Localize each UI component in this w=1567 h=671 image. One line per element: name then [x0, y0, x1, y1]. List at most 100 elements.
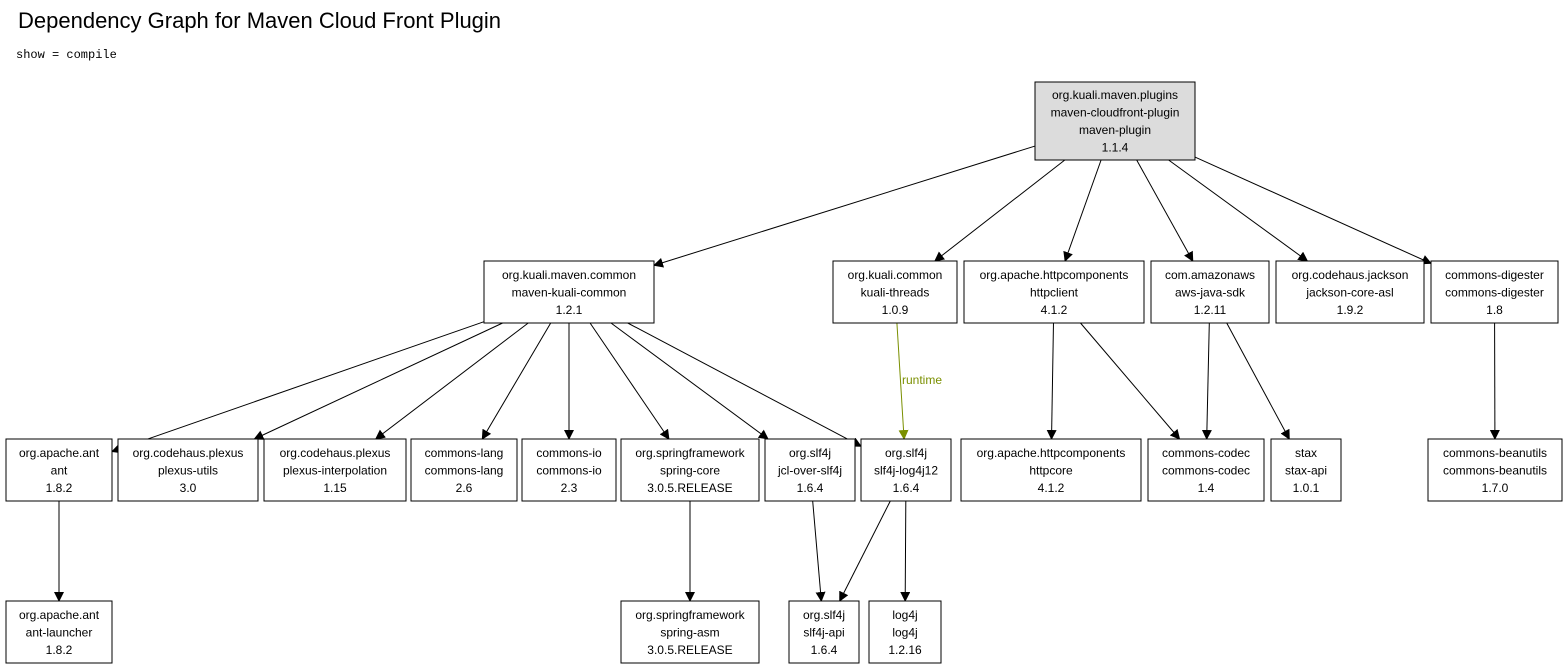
node-label-line: 1.6.4: [811, 643, 838, 657]
node-box: [860, 438, 952, 502]
node-box: [1147, 438, 1265, 502]
node-label-line: slf4j-log4j12: [874, 463, 938, 477]
dependency-edge-slf4j-log4j-to-log4j: [900, 500, 911, 602]
dependency-edge-kuali-common-to-plexus-utils: [253, 322, 503, 440]
dependency-node-jackson: org.codehaus.jacksonjackson-core-asl1.9.…: [1275, 260, 1425, 324]
node-box: [483, 260, 655, 324]
node-label-line: maven-kuali-common: [512, 285, 627, 299]
dependency-node-log4j: log4j log4j 1.2.16: [868, 600, 942, 664]
edge-line: [589, 322, 670, 440]
dependency-node-root: org.kuali.maven.pluginsmaven-cloudfront-…: [1034, 81, 1196, 161]
dependency-edge-slf4j-log4j-to-slf4j-api: [839, 500, 891, 602]
node-box: [1270, 438, 1342, 502]
node-label-line: commons-digester: [1445, 268, 1544, 282]
node-label-line: org.codehaus.plexus: [133, 446, 244, 460]
node-label-line: 1.4: [1198, 481, 1215, 495]
node-label-line: 1.6.4: [797, 481, 824, 495]
node-label-line: commons-beanutils: [1443, 463, 1547, 477]
node-label-line: jcl-over-slf4j: [777, 463, 842, 477]
node-label-line: org.kuali.common: [848, 268, 943, 282]
node-box: [1034, 81, 1196, 161]
dependency-edge-root-to-aws-sdk: [1136, 159, 1194, 262]
node-label-line: 4.1.2: [1038, 481, 1065, 495]
node-label-line: 1.9.2: [1337, 303, 1364, 317]
edge-line: [253, 322, 503, 440]
edge-line: [1063, 159, 1102, 262]
node-box: [5, 600, 113, 664]
edge-line: [374, 322, 529, 440]
node-box: [410, 438, 518, 502]
edge-line: [111, 321, 485, 454]
node-label-line: slf4j-api: [803, 625, 844, 639]
node-label-line: 1.1.4: [1102, 141, 1129, 155]
node-label-line: org.slf4j: [803, 608, 845, 622]
node-box: [1275, 260, 1425, 324]
edge-line: [627, 322, 862, 447]
dependency-edge-kuali-common-to-plexus-interp: [374, 322, 529, 440]
edge-line: [934, 159, 1066, 262]
dependency-node-kuali-threads: org.kuali.common kuali-threads 1.0.9: [832, 260, 958, 324]
dependency-node-jcl-slf4j: org.slf4j jcl-over-slf4j 1.6.4: [764, 438, 856, 502]
node-label-line: org.slf4j: [789, 446, 831, 460]
node-label-line: commons-io: [536, 463, 602, 477]
node-label-line: maven-plugin: [1079, 123, 1151, 137]
node-label-line: jackson-core-asl: [1305, 285, 1393, 299]
dependency-node-plexus-interp: org.codehaus.plexusplexus-interpolation1…: [263, 438, 407, 502]
node-label-line: org.apache.httpcomponents: [980, 268, 1129, 282]
dependency-edge-root-to-kuali-common: [653, 145, 1036, 268]
node-label-line: 1.7.0: [1482, 481, 1509, 495]
node-label-line: log4j: [892, 608, 917, 622]
node-box: [868, 600, 942, 664]
node-label-line: httpclient: [1030, 285, 1079, 299]
dependency-edge-root-to-httpclient: [1063, 159, 1102, 262]
node-box: [117, 438, 259, 502]
edge-line: [1168, 159, 1309, 262]
edge-line: [1226, 322, 1290, 440]
edge-line: [839, 500, 891, 602]
edge-line: [481, 322, 552, 440]
node-box: [764, 438, 856, 502]
edge-line: [896, 322, 909, 440]
node-label-line: 1.2.1: [556, 303, 583, 317]
node-label-line: plexus-utils: [158, 463, 218, 477]
node-box: [620, 438, 760, 502]
node-box: [620, 600, 760, 664]
node-label-line: 1.0.9: [882, 303, 909, 317]
edge-line: [1194, 156, 1432, 265]
node-label-line: commons-codec: [1162, 446, 1250, 460]
node-label-line: ant-launcher: [26, 625, 93, 639]
node-label-line: 1.0.1: [1293, 481, 1320, 495]
dependency-node-kuali-common: org.kuali.maven.commonmaven-kuali-common…: [483, 260, 655, 324]
dependency-edge-kuali-common-to-ant: [111, 321, 485, 454]
node-box: [521, 438, 617, 502]
dependency-edge-kuali-common-to-slf4j-log4j: [627, 322, 862, 447]
node-label-line: org.apache.httpcomponents: [977, 446, 1126, 460]
edge-line: [1201, 322, 1212, 440]
edge-line: [900, 500, 911, 602]
scope-filter-label: show = compile: [16, 48, 117, 62]
node-label-line: log4j: [892, 625, 917, 639]
node-label-line: stax: [1295, 446, 1317, 460]
node-label-line: stax-api: [1285, 463, 1327, 477]
node-box: [1430, 260, 1559, 324]
node-label-line: org.springframework: [635, 608, 745, 622]
node-label-line: 1.8.2: [46, 643, 73, 657]
node-label-line: 1.2.16: [888, 643, 922, 657]
dependency-node-slf4j-api: org.slf4j slf4j-api 1.6.4: [788, 600, 860, 664]
node-label-line: ant: [51, 463, 68, 477]
dependency-edge-httpclient-to-httpcore: [1046, 322, 1057, 440]
node-label-line: spring-core: [660, 463, 720, 477]
dependency-edge-kuali-common-to-spring-core: [589, 322, 670, 440]
node-label-line: kuali-threads: [861, 285, 930, 299]
node-label-line: org.slf4j: [885, 446, 927, 460]
node-box: [960, 438, 1142, 502]
